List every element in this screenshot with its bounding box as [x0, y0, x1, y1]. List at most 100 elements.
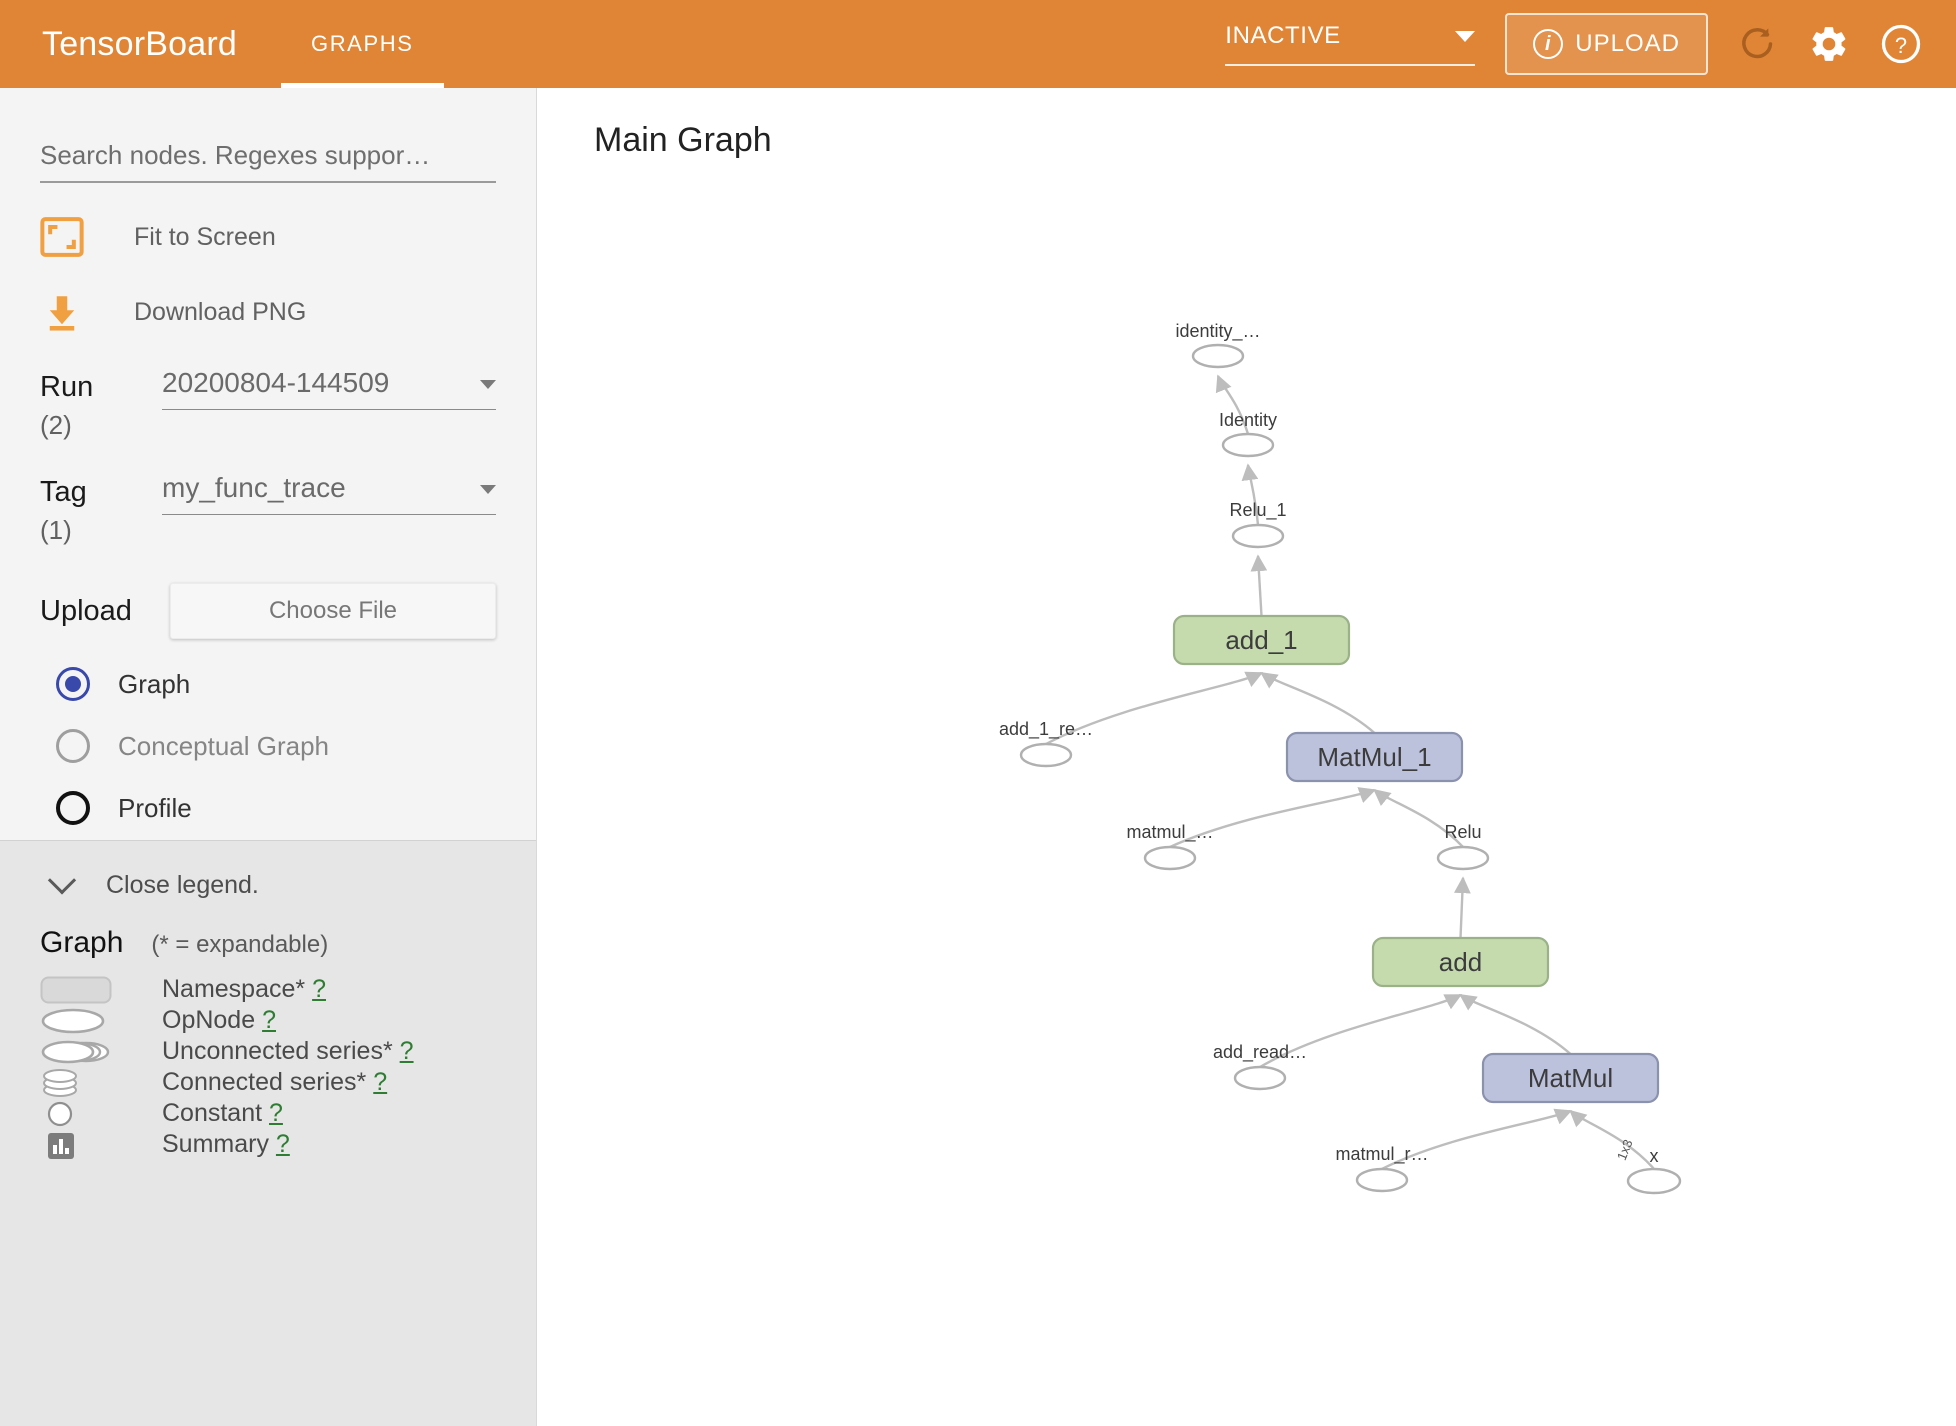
- unconnected-series-help-link[interactable]: ?: [399, 1037, 414, 1065]
- graph-edge: [1569, 1109, 1655, 1170]
- tag-count: (1): [40, 515, 72, 545]
- node-shape: [1172, 614, 1351, 666]
- node-shape: [1371, 936, 1550, 988]
- radio-conceptual-graph-indicator: [56, 729, 90, 763]
- graph-node-matmul_r[interactable]: matmul_r…: [1335, 1144, 1429, 1193]
- run-select[interactable]: 20200804-144509: [162, 367, 496, 410]
- sidebar: Search nodes. Regexes suppor… Fit to Scr…: [0, 88, 537, 1426]
- graph-node-Relu[interactable]: Relu: [1436, 822, 1490, 871]
- download-png-label: Download PNG: [134, 297, 307, 326]
- summary-help-link[interactable]: ?: [275, 1130, 290, 1158]
- legend-item-namespace: Namespace* ?: [40, 974, 496, 1005]
- legend-title: Graph: [40, 926, 124, 959]
- graph-node-add_read[interactable]: add_read…: [1213, 1042, 1307, 1091]
- gear-icon[interactable]: [1808, 23, 1850, 65]
- run-count: (2): [40, 410, 72, 440]
- help-icon[interactable]: ?: [1880, 23, 1922, 65]
- tag-select[interactable]: my_func_trace: [162, 472, 496, 515]
- close-legend-label: Close legend.: [106, 871, 259, 899]
- node-label: add: [1439, 947, 1482, 977]
- upload-button[interactable]: i UPLOAD: [1505, 13, 1708, 75]
- legend-constant-label: Constant ?: [162, 1099, 283, 1127]
- upload-label: Upload: [40, 594, 132, 627]
- graph-node-MatMul[interactable]: MatMul: [1481, 1052, 1660, 1104]
- node-label: Identity: [1219, 410, 1277, 430]
- constant-help-link[interactable]: ?: [269, 1099, 283, 1127]
- node-shape: [1481, 1052, 1660, 1104]
- graph-edge: [1373, 788, 1464, 848]
- info-icon: i: [1533, 29, 1564, 59]
- node-label: add_read…: [1213, 1042, 1307, 1063]
- node-shape: [1191, 343, 1245, 369]
- opnode-help-link[interactable]: ?: [262, 1006, 276, 1034]
- radio-profile-label: Profile: [118, 792, 192, 823]
- graph-node-matmul_w[interactable]: matmul_…: [1126, 822, 1214, 871]
- upload-field-row: Upload Choose File: [40, 583, 496, 639]
- node-label: MatMul_1: [1317, 742, 1431, 772]
- run-field-row: Run (2) 20200804-144509: [40, 367, 496, 438]
- graph-edge: [1215, 374, 1250, 435]
- radio-graph[interactable]: Graph: [40, 667, 496, 701]
- download-png-button[interactable]: Download PNG: [40, 291, 496, 333]
- graph-edge-label: 1x3: [1614, 1137, 1636, 1162]
- node-label: identity_…: [1175, 321, 1260, 342]
- tab-graphs[interactable]: GRAPHS: [280, 0, 444, 88]
- node-label: matmul_…: [1126, 822, 1213, 843]
- run-status-value: INACTIVE: [1225, 22, 1341, 49]
- graph-node-MatMul_1[interactable]: MatMul_1: [1285, 731, 1464, 783]
- refresh-icon[interactable]: [1738, 24, 1778, 64]
- graph-edge: [1459, 994, 1572, 1055]
- tag-select-value: my_func_trace: [162, 472, 346, 503]
- legend-unconnected-series-label: Unconnected series* ?: [162, 1037, 414, 1065]
- radio-profile-indicator: [56, 791, 90, 825]
- graph-node-add_1[interactable]: add_1: [1172, 614, 1351, 666]
- legend-opnode-label: OpNode ?: [162, 1006, 276, 1034]
- opnode-swatch-icon: [40, 1006, 136, 1036]
- namespace-swatch-icon: [40, 975, 136, 1005]
- legend-summary-label: Summary ?: [162, 1130, 290, 1158]
- run-select-value: 20200804-144509: [162, 367, 390, 398]
- chevron-down-icon: [47, 865, 77, 894]
- radio-profile[interactable]: Profile: [40, 791, 496, 825]
- app-header: TensorBoard GRAPHS INACTIVE i UPLOAD ?: [0, 0, 1956, 88]
- legend-item-connected-series: Connected series* ?: [40, 1067, 496, 1098]
- fit-to-screen-label: Fit to Screen: [134, 222, 276, 251]
- tag-label-group: Tag (1): [40, 472, 140, 545]
- graph-node-x[interactable]: x: [1626, 1146, 1682, 1195]
- graph-edge: [1260, 672, 1376, 734]
- search-placeholder: Search nodes. Regexes suppor…: [40, 140, 431, 170]
- chevron-down-icon: [480, 380, 496, 389]
- legend-item-opnode: OpNode ?: [40, 1005, 496, 1036]
- fit-to-screen-icon: [40, 217, 96, 257]
- app-brand: TensorBoard: [42, 24, 237, 63]
- choose-file-button[interactable]: Choose File: [170, 583, 496, 639]
- graph-node-add[interactable]: add: [1371, 936, 1550, 988]
- constant-swatch-icon: [40, 1099, 136, 1129]
- search-input[interactable]: Search nodes. Regexes suppor…: [40, 140, 496, 183]
- download-icon: [40, 291, 96, 333]
- graph-node-Relu_1[interactable]: Relu_1: [1229, 500, 1287, 549]
- graph-edge: [1381, 1108, 1573, 1171]
- graph-node-add_1_read[interactable]: add_1_re…: [999, 719, 1093, 768]
- graph-edge: [1169, 787, 1377, 849]
- radio-conceptual-graph[interactable]: Conceptual Graph: [40, 729, 496, 763]
- legend-header: Graph (* = expandable): [40, 926, 496, 960]
- radio-conceptual-graph-label: Conceptual Graph: [118, 730, 330, 761]
- node-shape: [1285, 731, 1464, 783]
- summary-swatch-icon: [40, 1129, 136, 1161]
- close-legend-button[interactable]: Close legend.: [40, 865, 496, 900]
- chevron-down-icon: [1455, 30, 1476, 42]
- fit-to-screen-button[interactable]: Fit to Screen: [40, 217, 496, 257]
- tag-label: Tag: [40, 476, 87, 508]
- graph-node-identity_out[interactable]: identity_…: [1175, 321, 1261, 369]
- connected-series-help-link[interactable]: ?: [373, 1068, 388, 1096]
- node-label: Relu: [1444, 822, 1481, 842]
- node-shape: [1626, 1167, 1682, 1195]
- run-status-selector[interactable]: INACTIVE: [1225, 22, 1476, 66]
- legend-item-constant: Constant ?: [40, 1098, 496, 1129]
- graph-node-Identity[interactable]: Identity: [1219, 410, 1277, 458]
- namespace-help-link[interactable]: ?: [312, 975, 326, 1003]
- header-icon-group: ?: [1738, 23, 1922, 65]
